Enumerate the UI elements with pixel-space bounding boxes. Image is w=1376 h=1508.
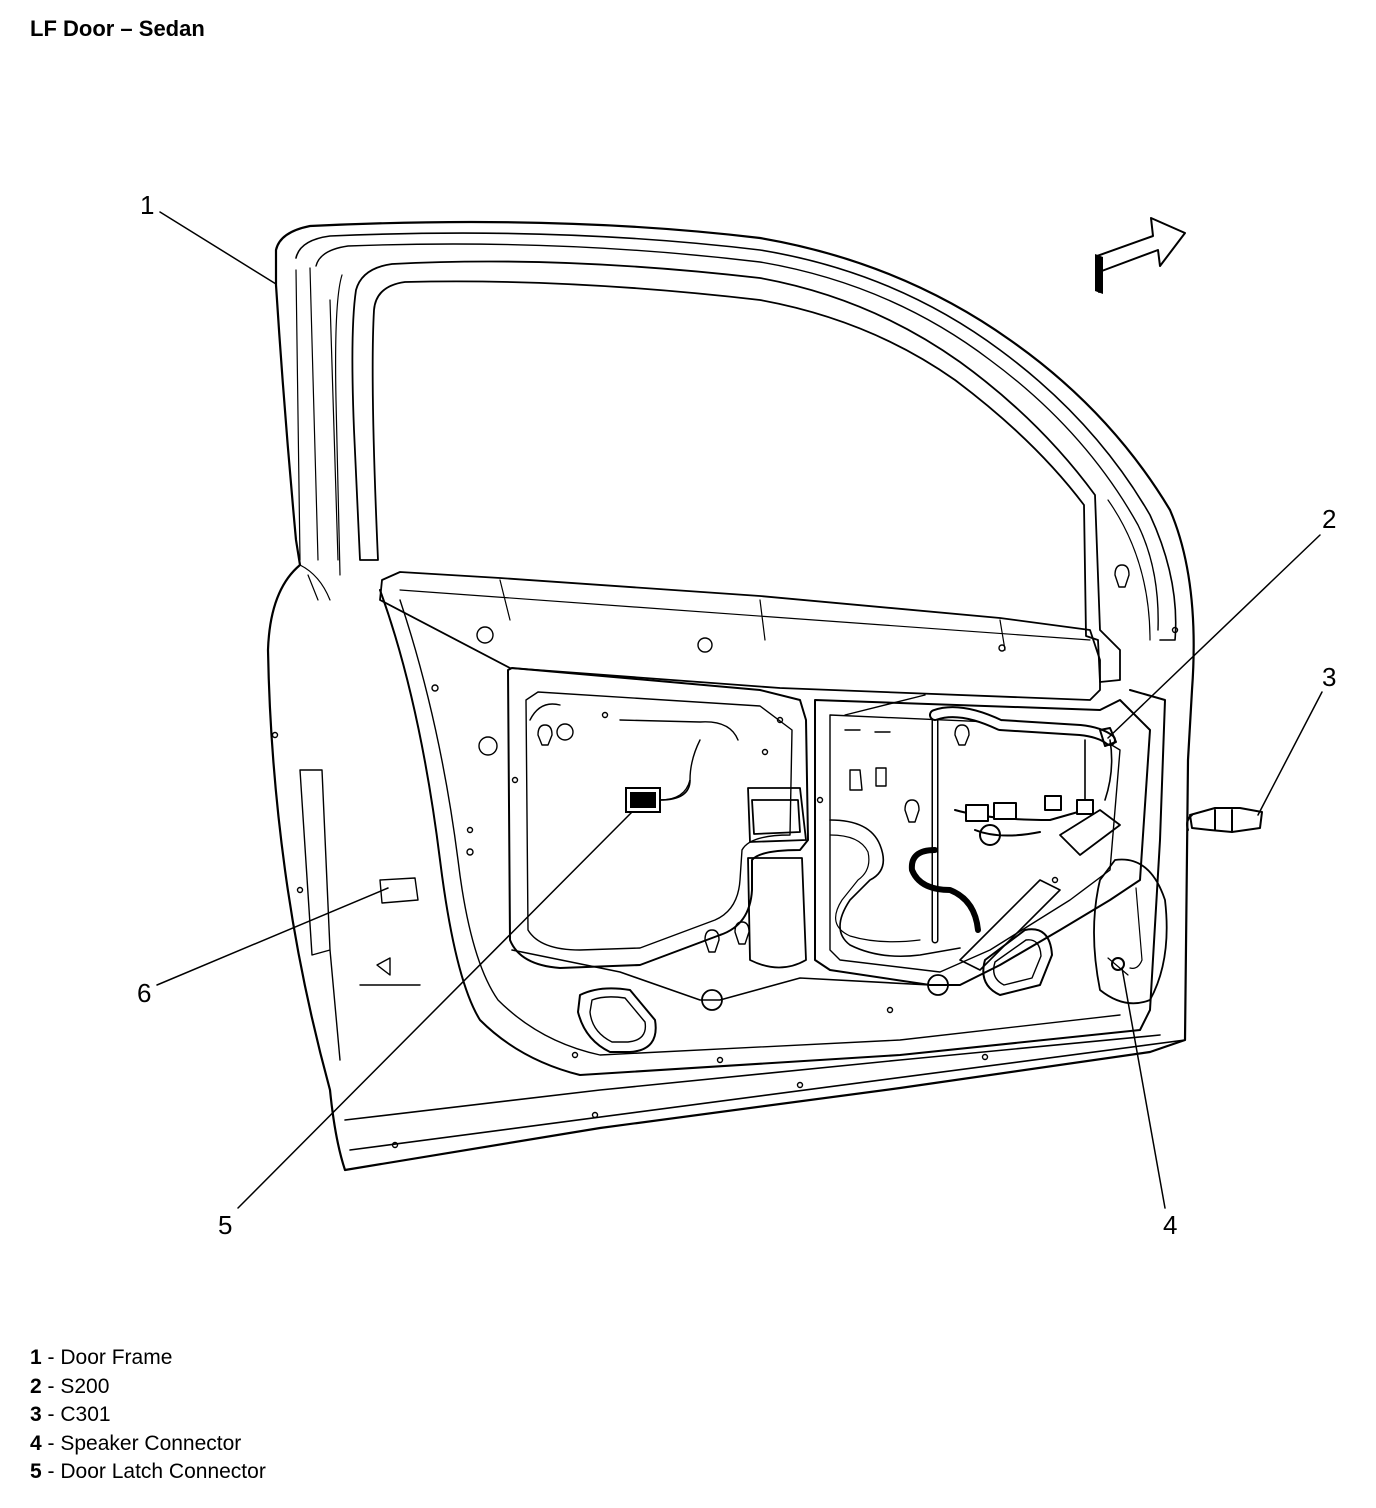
cavity-left-wire	[529, 703, 739, 801]
cavity-left-inner	[525, 691, 793, 951]
access-hole-left	[577, 987, 657, 1053]
callout-3: 3	[1322, 662, 1336, 692]
small-holes	[271, 626, 1179, 1149]
s200-splice	[1099, 727, 1117, 747]
connector-block-2	[993, 802, 1017, 820]
cavity-left	[507, 667, 809, 969]
inner-panel-belt	[379, 571, 1101, 701]
rib-pocket-lower	[747, 857, 807, 969]
upper-mount	[844, 694, 926, 791]
pillar-lines	[295, 267, 339, 601]
legend: 1 - Door Frame 2 - S200 3 - C301 4 - Spe…	[30, 1344, 266, 1487]
callout-2: 2	[1322, 504, 1336, 534]
access-hole-right	[982, 928, 1053, 996]
s-stamping-inner	[829, 834, 921, 943]
speaker-cavity-inner	[1107, 887, 1143, 976]
lower-diagonal-rib	[959, 879, 1061, 971]
bottom-edge	[344, 1034, 1186, 1151]
window-opening	[351, 260, 1121, 683]
access-hole-left-inner	[589, 996, 647, 1043]
connector-block-1	[965, 804, 989, 822]
callout-6: 6	[137, 978, 151, 1008]
legend-item: 2 - S200	[30, 1374, 110, 1398]
lower-rib-line	[511, 949, 931, 1001]
speaker-bracket	[1059, 809, 1121, 856]
s-stamping	[829, 819, 961, 958]
s200-wire-down	[1084, 739, 1113, 801]
connector-block-4	[1076, 799, 1094, 815]
c301-connector	[1189, 807, 1263, 833]
page-title: LF Door – Sedan	[30, 16, 205, 41]
legend-item: 5 - Door Latch Connector	[30, 1460, 266, 1483]
rib-pocket-upper	[747, 787, 807, 843]
window-frame-mid	[315, 243, 1159, 631]
grommet	[979, 824, 1001, 846]
callout-4: 4	[1163, 1210, 1177, 1240]
inner-panel-outline	[379, 589, 1166, 1076]
cavity-right-inner	[829, 714, 1121, 973]
door-latch-connector	[625, 779, 691, 813]
callout-5: 5	[218, 1210, 232, 1240]
keyhole-slots	[537, 564, 1130, 953]
wire-harness-loop	[908, 847, 981, 933]
window-inner-trim	[335, 274, 1151, 641]
speaker-connector-plug	[1111, 957, 1125, 971]
access-hole-right-inner	[992, 939, 1042, 986]
door-frame-outline	[266, 220, 1195, 1172]
legend-item: 3 - C301	[30, 1403, 111, 1426]
hinge-pillar	[299, 769, 421, 1061]
connector-block-3	[1044, 795, 1062, 811]
legend-item: 4 - Speaker Connector	[30, 1431, 242, 1455]
inner-panel-rail	[399, 579, 1091, 651]
window-frame-outer	[295, 232, 1177, 641]
front-arrow-icon	[1096, 217, 1186, 273]
front-arrow-side	[1095, 254, 1103, 294]
speaker-cavity	[1093, 858, 1168, 1005]
inner-panel-edge	[399, 599, 1121, 1056]
c301-wire	[1186, 809, 1233, 833]
callout-1: 1	[140, 190, 154, 220]
leader-lines	[156, 211, 1323, 1209]
legend-item: 1 - Door Frame	[30, 1346, 173, 1369]
cavity-right	[814, 699, 1151, 986]
